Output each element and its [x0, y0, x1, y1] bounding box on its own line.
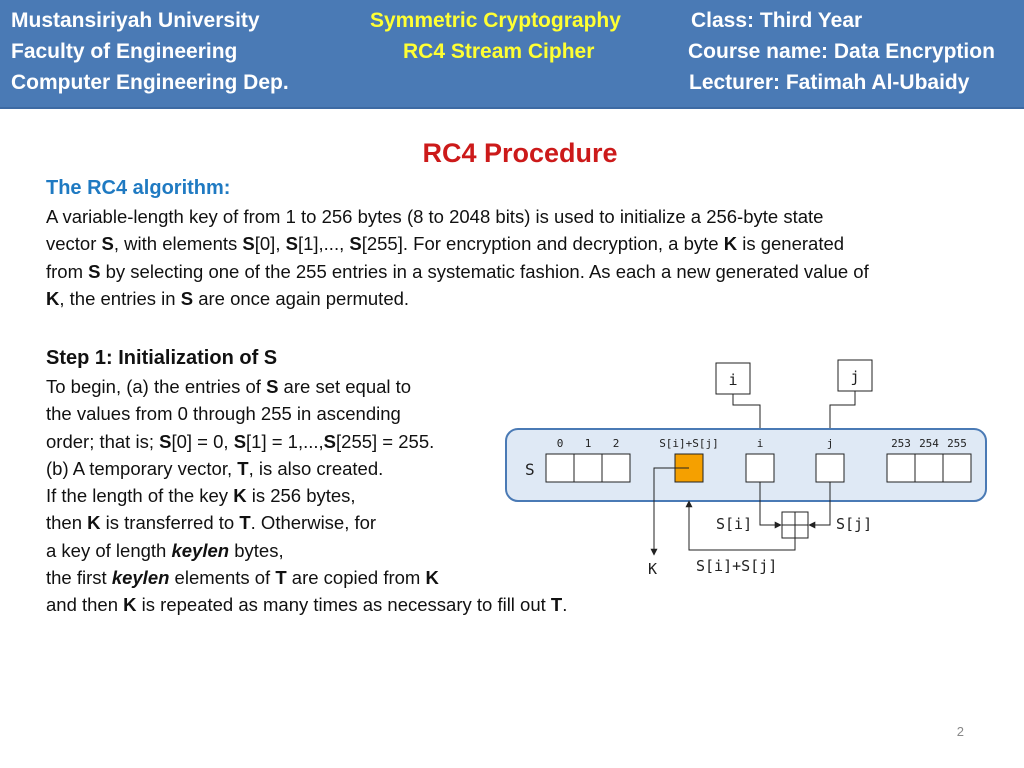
- intro-paragraph: A variable-length key of from 1 to 256 b…: [46, 203, 986, 312]
- algorithm-heading: The RC4 algorithm:: [46, 177, 231, 199]
- index-label: 1: [585, 437, 592, 450]
- index-label: 255: [947, 437, 967, 450]
- header-banner: Mustansiriyah University Faculty of Engi…: [0, 0, 1024, 109]
- index-label: j: [827, 437, 834, 450]
- s-cell-j: [815, 453, 845, 483]
- step1-line: order; that is; S[0] = 0, S[1] = 1,...,S…: [46, 430, 435, 452]
- i-index-label: i: [728, 371, 737, 389]
- step1-line: then K is transferred to T. Otherwise, f…: [46, 512, 377, 534]
- header-topic: RC4 Stream Cipher: [403, 40, 595, 63]
- step1-line: the first keylen elements of T are copie…: [46, 567, 439, 589]
- step1-line: If the length of the key K is 256 bytes,: [46, 485, 356, 507]
- s-cell: [545, 453, 575, 483]
- sj-arrow: [808, 482, 831, 529]
- j-index-box: [837, 359, 873, 392]
- header-lecturer: Lecturer: Fatimah Al-Ubaidy: [689, 71, 970, 94]
- header-university: Mustansiriyah University: [11, 9, 260, 32]
- step1-line: a key of length keylen bytes,: [46, 539, 284, 561]
- index-label: i: [757, 437, 764, 450]
- s-cell: [886, 453, 916, 483]
- sum-label: S[i]+S[j]: [696, 557, 777, 575]
- index-label: 0: [557, 437, 564, 450]
- slide-title: RC4 Procedure: [422, 138, 618, 168]
- s-array-label: S: [525, 460, 535, 479]
- page-number: 2: [956, 724, 964, 739]
- sj-label: S[j]: [836, 515, 872, 533]
- index-label: 2: [613, 437, 620, 450]
- header-class: Class: Third Year: [691, 9, 863, 32]
- j-index-label: j: [850, 368, 859, 386]
- si-arrow: [759, 482, 782, 529]
- header-faculty: Faculty of Engineering: [11, 40, 238, 63]
- index-label: 254: [919, 437, 939, 450]
- s-cell: [601, 453, 631, 483]
- intro-line: vector S, with elements S[0], S[1],..., …: [46, 233, 845, 255]
- intro-line: K, the entries in S are once again permu…: [46, 287, 410, 309]
- header-course: Course name: Data Encryption: [688, 40, 995, 63]
- i-index-box: [715, 362, 751, 395]
- index-label: S[i]+S[j]: [659, 437, 719, 450]
- step1-line: (b) A temporary vector, T, is also creat…: [46, 457, 384, 479]
- s-cell: [914, 453, 944, 483]
- k-output-arrow: [650, 467, 689, 556]
- step1-line: To begin, (a) the entries of S are set e…: [46, 376, 412, 397]
- intro-line: from S by selecting one of the 255 entri…: [46, 260, 869, 282]
- index-label: 253: [891, 437, 911, 450]
- k-output-label: K: [648, 560, 657, 578]
- header-department: Computer Engineering Dep.: [11, 71, 289, 94]
- s-cell: [573, 453, 603, 483]
- step1-line: the values from 0 through 255 in ascendi…: [46, 403, 401, 425]
- rc4-stream-diagram: i j S 0 1 2 S[i]+S[j] i j 253 254 255: [505, 359, 987, 578]
- s-cell-i: [745, 453, 775, 483]
- s-cell: [942, 453, 972, 483]
- sum-arrow: [685, 500, 796, 551]
- step1-heading: Step 1: Initialization of S: [46, 347, 278, 369]
- step1-body: To begin, (a) the entries of S are set e…: [46, 373, 567, 619]
- header-subject: Symmetric Cryptography: [370, 9, 621, 32]
- si-label: S[i]: [716, 515, 752, 533]
- intro-line: A variable-length key of from 1 to 256 b…: [46, 206, 824, 227]
- step1-line: and then K is repeated as many times as …: [46, 594, 568, 616]
